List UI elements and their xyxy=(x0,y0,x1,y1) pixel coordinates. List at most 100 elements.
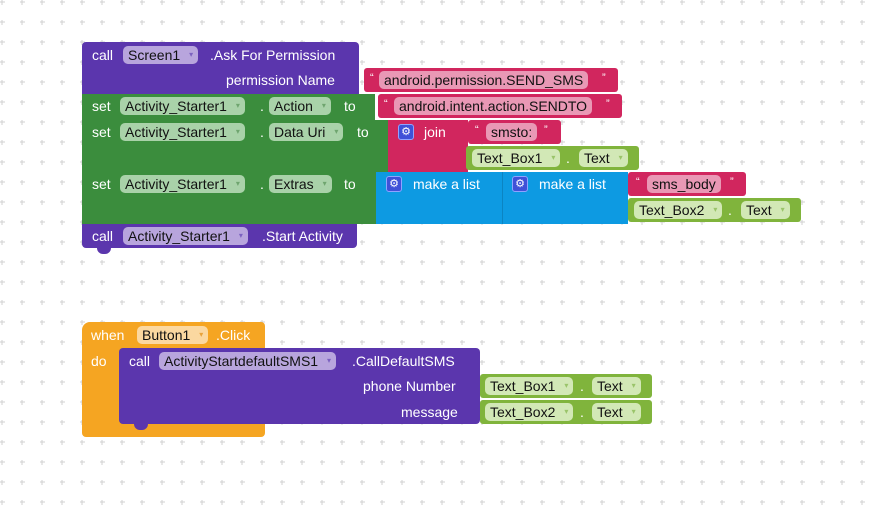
dropdown-value: Extras xyxy=(274,176,314,192)
component-dropdown[interactable]: Text_Box1 ▾ xyxy=(485,377,574,395)
dropdown-value: Text_Box1 xyxy=(490,378,556,394)
dot-separator: . xyxy=(260,98,264,114)
property-dropdown[interactable]: Text ▾ xyxy=(592,403,641,421)
set-data-uri-block[interactable]: set Activity_Starter1▾ . Data Uri ▾ to xyxy=(82,120,388,172)
start-activity-block[interactable]: call Activity_Starter1 ▾ .Start Activity xyxy=(82,224,357,248)
chevron-down-icon: ▾ xyxy=(238,231,243,240)
chevron-down-icon: ▾ xyxy=(564,407,569,416)
param-label: permission Name xyxy=(226,72,335,88)
dropdown-value: Text_Box2 xyxy=(639,202,705,218)
component-dropdown[interactable]: Activity_Starter1 ▾ xyxy=(120,97,245,115)
dropdown-value: Text_Box2 xyxy=(490,404,556,420)
getter-phone-textbox1-text[interactable]: Text_Box1 ▾ . Text▾ xyxy=(480,374,652,398)
quote-open-icon: “ xyxy=(370,72,374,84)
method-name: .Start Activity xyxy=(262,228,343,244)
component-dropdown[interactable]: Activity_Starter1▾ xyxy=(120,123,245,141)
next-connector xyxy=(97,248,111,254)
dropdown-value: Activity_Starter1 xyxy=(125,124,227,140)
text-field[interactable]: smsto: xyxy=(486,123,538,141)
chevron-down-icon: ▾ xyxy=(631,407,636,416)
component-dropdown[interactable]: Text_Box2 ▾ xyxy=(485,403,574,421)
chevron-down-icon: ▾ xyxy=(322,179,327,188)
dropdown-value: ActivityStartdefaultSMS1 xyxy=(164,353,319,369)
getter-textbox2-text[interactable]: Text_Box2▾ . Text▾ xyxy=(628,198,801,222)
dot-separator: . xyxy=(580,378,584,394)
dot-separator: . xyxy=(260,176,264,192)
to-keyword: to xyxy=(357,124,369,140)
property-dropdown[interactable]: Action ▾ xyxy=(269,97,331,115)
chevron-down-icon: ▾ xyxy=(189,50,194,59)
chevron-down-icon: ▾ xyxy=(618,153,623,162)
set-keyword: set xyxy=(92,98,111,114)
ask-permission-block[interactable]: call Screen1▾ .Ask For Permission permis… xyxy=(82,42,359,94)
component-dropdown[interactable]: ActivityStartdefaultSMS1 ▾ xyxy=(159,352,337,370)
chevron-down-icon: ▾ xyxy=(199,330,204,339)
component-dropdown[interactable]: Text_Box2 ▾ xyxy=(634,201,723,219)
join-label: join xyxy=(424,124,446,140)
property-dropdown[interactable]: Extras ▾ xyxy=(269,175,332,193)
dropdown-value: Button1 xyxy=(142,327,191,343)
join-block[interactable]: ⚙ join xyxy=(388,120,468,172)
dropdown-value: Data Uri xyxy=(274,124,326,140)
dot-separator: . xyxy=(260,124,264,140)
set-action-block[interactable]: set Activity_Starter1 ▾ . Action ▾ to xyxy=(82,94,375,120)
dropdown-value: Activity_Starter1 xyxy=(125,176,227,192)
property-dropdown[interactable]: Text▾ xyxy=(579,149,628,167)
to-keyword: to xyxy=(344,98,356,114)
dropdown-value: Text xyxy=(597,378,623,394)
text-block-smsto[interactable]: “ smsto: ” xyxy=(468,120,561,144)
gear-icon[interactable]: ⚙ xyxy=(512,176,528,192)
dropdown-value: Activity_Starter1 xyxy=(128,228,230,244)
quote-close-icon: ” xyxy=(730,176,734,188)
dropdown-value: Text xyxy=(746,202,772,218)
quote-close-icon: ” xyxy=(606,98,610,110)
chevron-down-icon: ▾ xyxy=(235,179,240,188)
component-dropdown[interactable]: Text_Box1 ▾ xyxy=(472,149,561,167)
dropdown-value: Text xyxy=(597,404,623,420)
set-keyword: set xyxy=(92,124,111,140)
chevron-down-icon: ▾ xyxy=(551,153,556,162)
event-name: .Click xyxy=(216,327,251,343)
chevron-down-icon: ▾ xyxy=(713,205,718,214)
text-field[interactable]: android.intent.action.SENDTO xyxy=(394,97,593,115)
call-keyword: call xyxy=(92,228,114,244)
quote-open-icon: “ xyxy=(475,124,479,136)
dot-separator: . xyxy=(566,150,570,166)
quote-open-icon: “ xyxy=(636,176,640,188)
call-default-sms-block[interactable]: call ActivityStartdefaultSMS1▾ .CallDefa… xyxy=(119,348,480,424)
set-extras-block[interactable]: set Activity_Starter1▾ . Extras▾ to xyxy=(82,172,378,224)
quote-close-icon: ” xyxy=(544,124,548,136)
property-dropdown[interactable]: Text▾ xyxy=(592,377,641,395)
quote-close-icon: ” xyxy=(602,72,606,84)
do-keyword: do xyxy=(91,353,107,369)
getter-textbox1-text[interactable]: Text_Box1 ▾ . Text▾ xyxy=(466,146,639,170)
text-block-permission[interactable]: “ android.permission.SEND_SMS ” xyxy=(364,68,618,92)
property-dropdown[interactable]: Data Uri ▾ xyxy=(269,123,344,141)
dropdown-value: Activity_Starter1 xyxy=(125,98,227,114)
text-block-action[interactable]: “ android.intent.action.SENDTO ” xyxy=(378,94,622,118)
text-field[interactable]: sms_body xyxy=(647,175,721,193)
dropdown-value: Text_Box1 xyxy=(477,150,543,166)
param-label-message: message xyxy=(401,404,458,420)
text-field[interactable]: android.permission.SEND_SMS xyxy=(379,71,589,89)
screen-component-dropdown[interactable]: Screen1▾ xyxy=(123,46,199,64)
chevron-down-icon: ▾ xyxy=(334,127,339,136)
text-block-sms-body[interactable]: “ sms_body ” xyxy=(628,172,746,196)
button-component-dropdown[interactable]: Button1 ▾ xyxy=(137,326,209,344)
chevron-down-icon: ▾ xyxy=(327,356,332,365)
chevron-down-icon: ▾ xyxy=(235,101,240,110)
make-list-block-inner[interactable]: ⚙ make a list xyxy=(502,172,628,224)
gear-icon[interactable]: ⚙ xyxy=(398,124,414,140)
component-dropdown[interactable]: Activity_Starter1 ▾ xyxy=(123,227,248,245)
call-keyword: call xyxy=(92,47,114,63)
component-dropdown[interactable]: Activity_Starter1 ▾ xyxy=(120,175,245,193)
chevron-down-icon: ▾ xyxy=(321,101,326,110)
chevron-down-icon: ▾ xyxy=(564,381,569,390)
gear-icon[interactable]: ⚙ xyxy=(386,176,402,192)
getter-message-textbox2-text[interactable]: Text_Box2▾ . Text▾ xyxy=(480,400,652,424)
dropdown-value: Action xyxy=(274,98,313,114)
when-keyword: when xyxy=(91,327,125,343)
make-list-block-outer[interactable]: ⚙ make a list xyxy=(376,172,502,224)
next-connector xyxy=(134,424,148,430)
property-dropdown[interactable]: Text▾ xyxy=(741,201,790,219)
